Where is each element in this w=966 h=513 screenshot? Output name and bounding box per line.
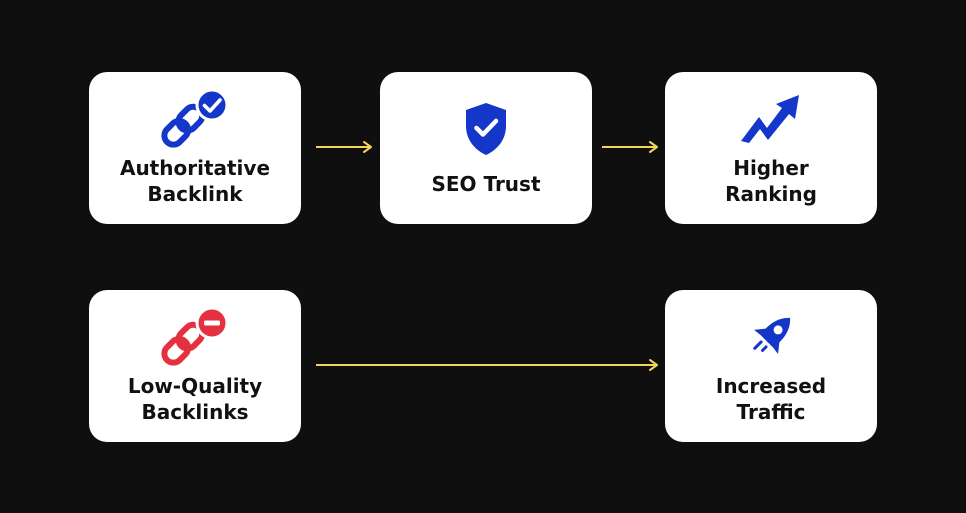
node-label: SEO Trust: [431, 172, 541, 196]
node-authoritative-backlink: Authoritative Backlink: [89, 72, 301, 224]
node-label: Higher Ranking: [725, 156, 817, 206]
link-minus-icon: [161, 307, 229, 366]
trend-up-arrow-icon: [741, 95, 799, 143]
node-seo-trust: SEO Trust: [380, 72, 592, 224]
arrow-authoritative-to-seo: [316, 141, 372, 153]
node-increased-traffic: Increased Traffic: [665, 290, 877, 442]
node-low-quality-backlinks: Low-Quality Backlinks: [89, 290, 301, 442]
arrow-lowquality-to-traffic: [316, 359, 658, 371]
node-label: Low-Quality Backlinks: [127, 374, 263, 424]
node-higher-ranking: Higher Ranking: [665, 72, 877, 224]
node-label: Increased Traffic: [715, 374, 827, 424]
arrow-seo-to-higher: [602, 141, 658, 153]
rocket-icon: [753, 317, 791, 354]
link-check-icon: [161, 89, 229, 148]
node-label: Authoritative Backlink: [119, 156, 271, 206]
shield-check-icon: [466, 103, 506, 155]
